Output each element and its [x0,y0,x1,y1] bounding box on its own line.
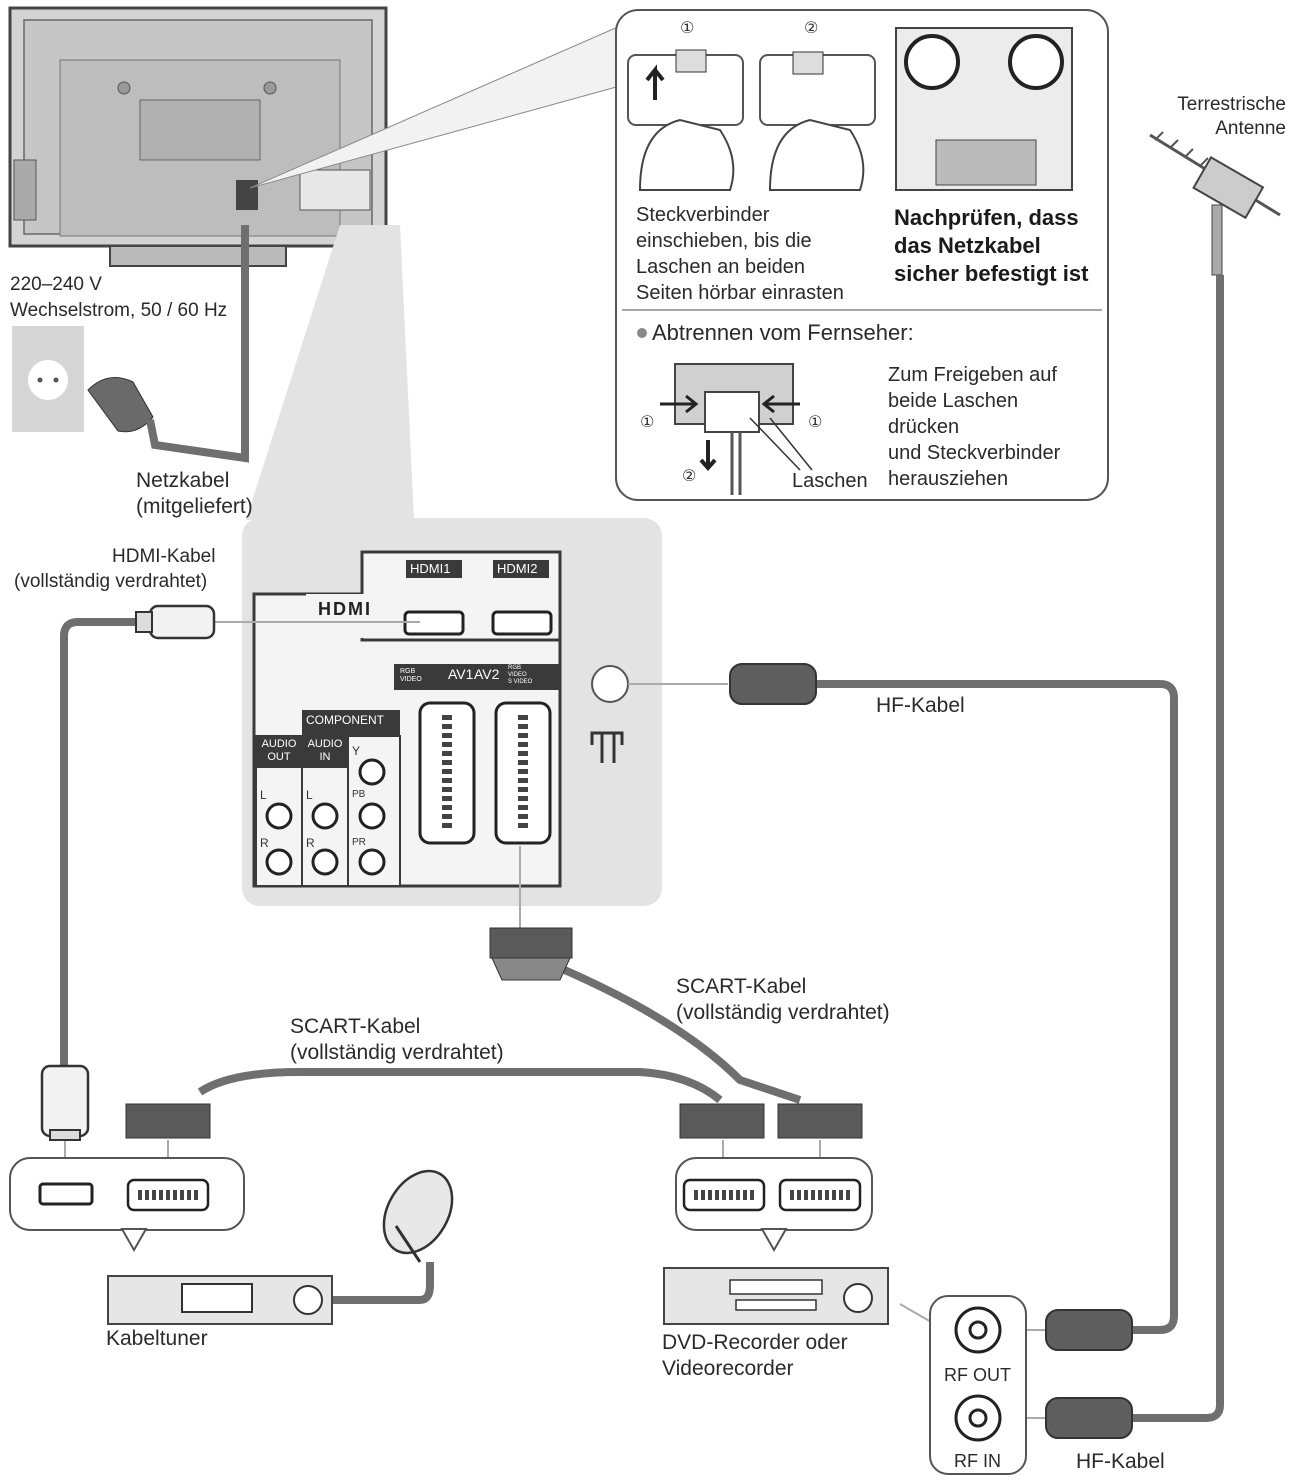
scart-plug-recorder-1 [679,1103,765,1139]
scart-left-note: (vollständig verdrahtet) [290,1041,504,1064]
recorder-port-bubble [675,1157,873,1253]
cable-tuner-device [107,1275,333,1325]
scart-right-note: (vollständig verdrahtet) [676,1001,890,1024]
disconnect-step-2: ② [682,466,697,485]
hdmi-cable-label: HDMI-Kabel [112,546,216,567]
av2-tag: AV2 [474,666,500,682]
hdmi1-tag: HDMI1 [406,561,455,577]
scart-cable-right [558,964,802,1104]
scart-right-label: SCART-Kabel [676,975,807,998]
connector-detail-box [615,9,1109,501]
hdmi2-tag: HDMI2 [493,561,542,577]
rf-cable-bottom-label: HF-Kabel [1076,1450,1165,1473]
hdmi-cable [60,618,150,1070]
step-1-number: ① [680,18,695,37]
audio-out-tag: AUDIO OUT [261,738,297,763]
insert-instruction: Steckverbinder einschieben, bis die Lasc… [636,204,844,304]
wall-outlet [12,326,84,432]
scart-plug-panel [489,927,573,981]
audio-in-r: R [306,836,315,850]
rf-out-label: RF OUT [944,1365,1011,1385]
component-tag: COMPONENT [306,713,384,727]
power-voltage: 220–240 V [10,274,102,295]
disconnect-step-1-left: ① [640,412,655,431]
cables [60,275,1224,1422]
rf-ports-bubble [929,1295,1027,1475]
tv-rear-view [8,6,388,267]
terrestrial-antenna [1149,131,1281,276]
check-instruction: Nachprüfen, dass das Netzkabel sicher be… [894,205,1089,286]
rf-plug-in [1045,1397,1133,1439]
disconnect-title: Abtrennen vom Fernseher: [652,320,914,345]
terminal-block [252,550,629,888]
power-cable-label: Netzkabel [136,469,230,492]
dish-cable [330,1262,434,1304]
power-current: Wechselstrom, 50 / 60 Hz [10,300,228,321]
scart-left-label: SCART-Kabel [290,1015,421,1038]
power-cable [146,225,249,463]
hdmi-plug-bottom [40,1064,90,1141]
recorder-label: DVD-Recorder oder Videorecorder [662,1331,848,1380]
scart-cable-left [197,1068,723,1104]
tuner-port-bubble [9,1157,245,1253]
scart-plug-recorder-2 [777,1103,863,1139]
dvd-recorder-device [663,1267,889,1325]
hdmi-plug-top [135,604,216,640]
tabs-label: Laschen [792,470,868,492]
antenna-label: Terrestrische Antenne [1177,94,1286,139]
scart-plug-tuner [125,1103,211,1139]
power-plug [87,377,154,433]
satellite-dish [382,1169,454,1263]
step-2-number: ② [804,18,819,37]
hdmi-cable-note: (vollständig verdrahtet) [14,571,208,592]
av1-tag: AV1 [448,666,474,682]
audio-out-l: L [260,788,267,802]
rf-plug-out [1045,1309,1133,1351]
power-cable-note: (mitgeliefert) [136,495,253,518]
disconnect-step-1-right: ① [808,412,823,431]
release-instruction: Zum Freigeben auf beide Laschen drücken … [888,364,1061,490]
tuner-label: Kabeltuner [106,1327,208,1350]
component-y: Y [352,744,361,758]
rf-plug-top [729,663,817,705]
component-pr: PR [352,837,366,848]
rf-in-label: RF IN [954,1451,1001,1471]
hdmi-logo: HDMI [318,599,372,619]
audio-out-r: R [260,836,269,850]
av1-sub-label: RGB VIDEO [400,668,422,683]
audio-in-tag: AUDIO IN [307,738,343,763]
component-pb: PB [352,789,366,800]
antenna-lead [1130,275,1224,1422]
rf-cable-top-label: HF-Kabel [876,694,965,717]
rf-cable-top [815,680,1178,1334]
panel-callout [246,225,414,520]
av2-sub-label: RGB VIDEO S VIDEO [508,665,533,685]
audio-in-l: L [306,788,313,802]
